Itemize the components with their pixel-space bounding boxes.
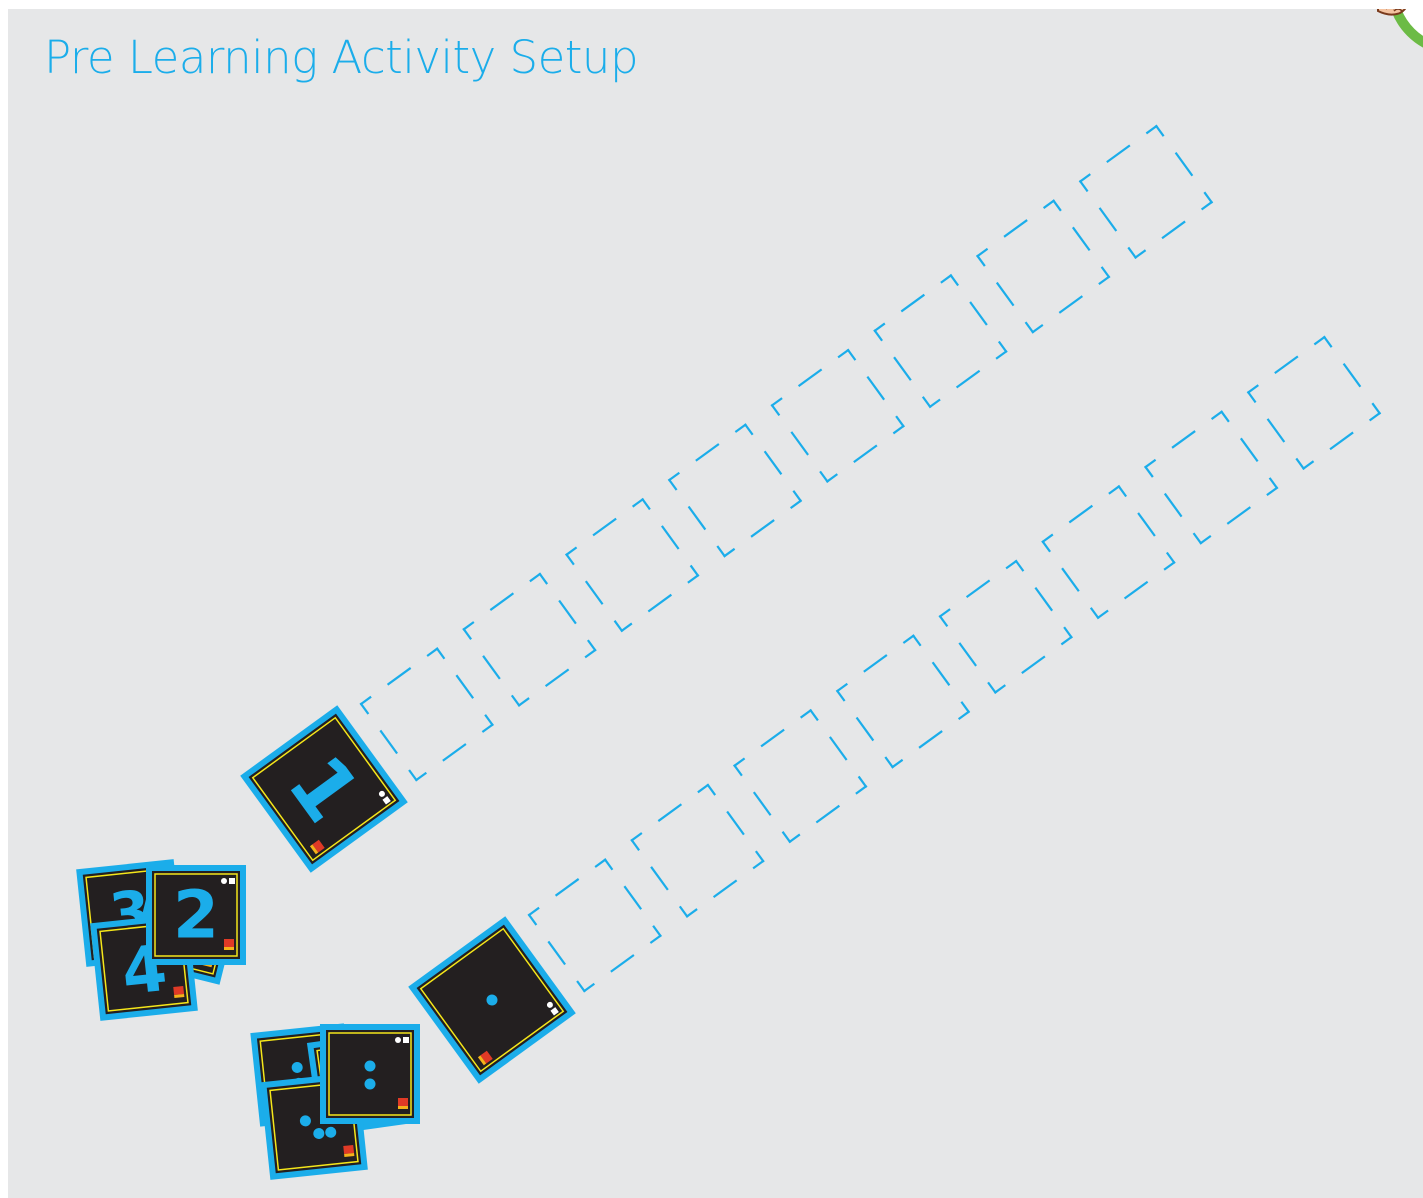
corner-badge-icon xyxy=(8,9,1423,1198)
